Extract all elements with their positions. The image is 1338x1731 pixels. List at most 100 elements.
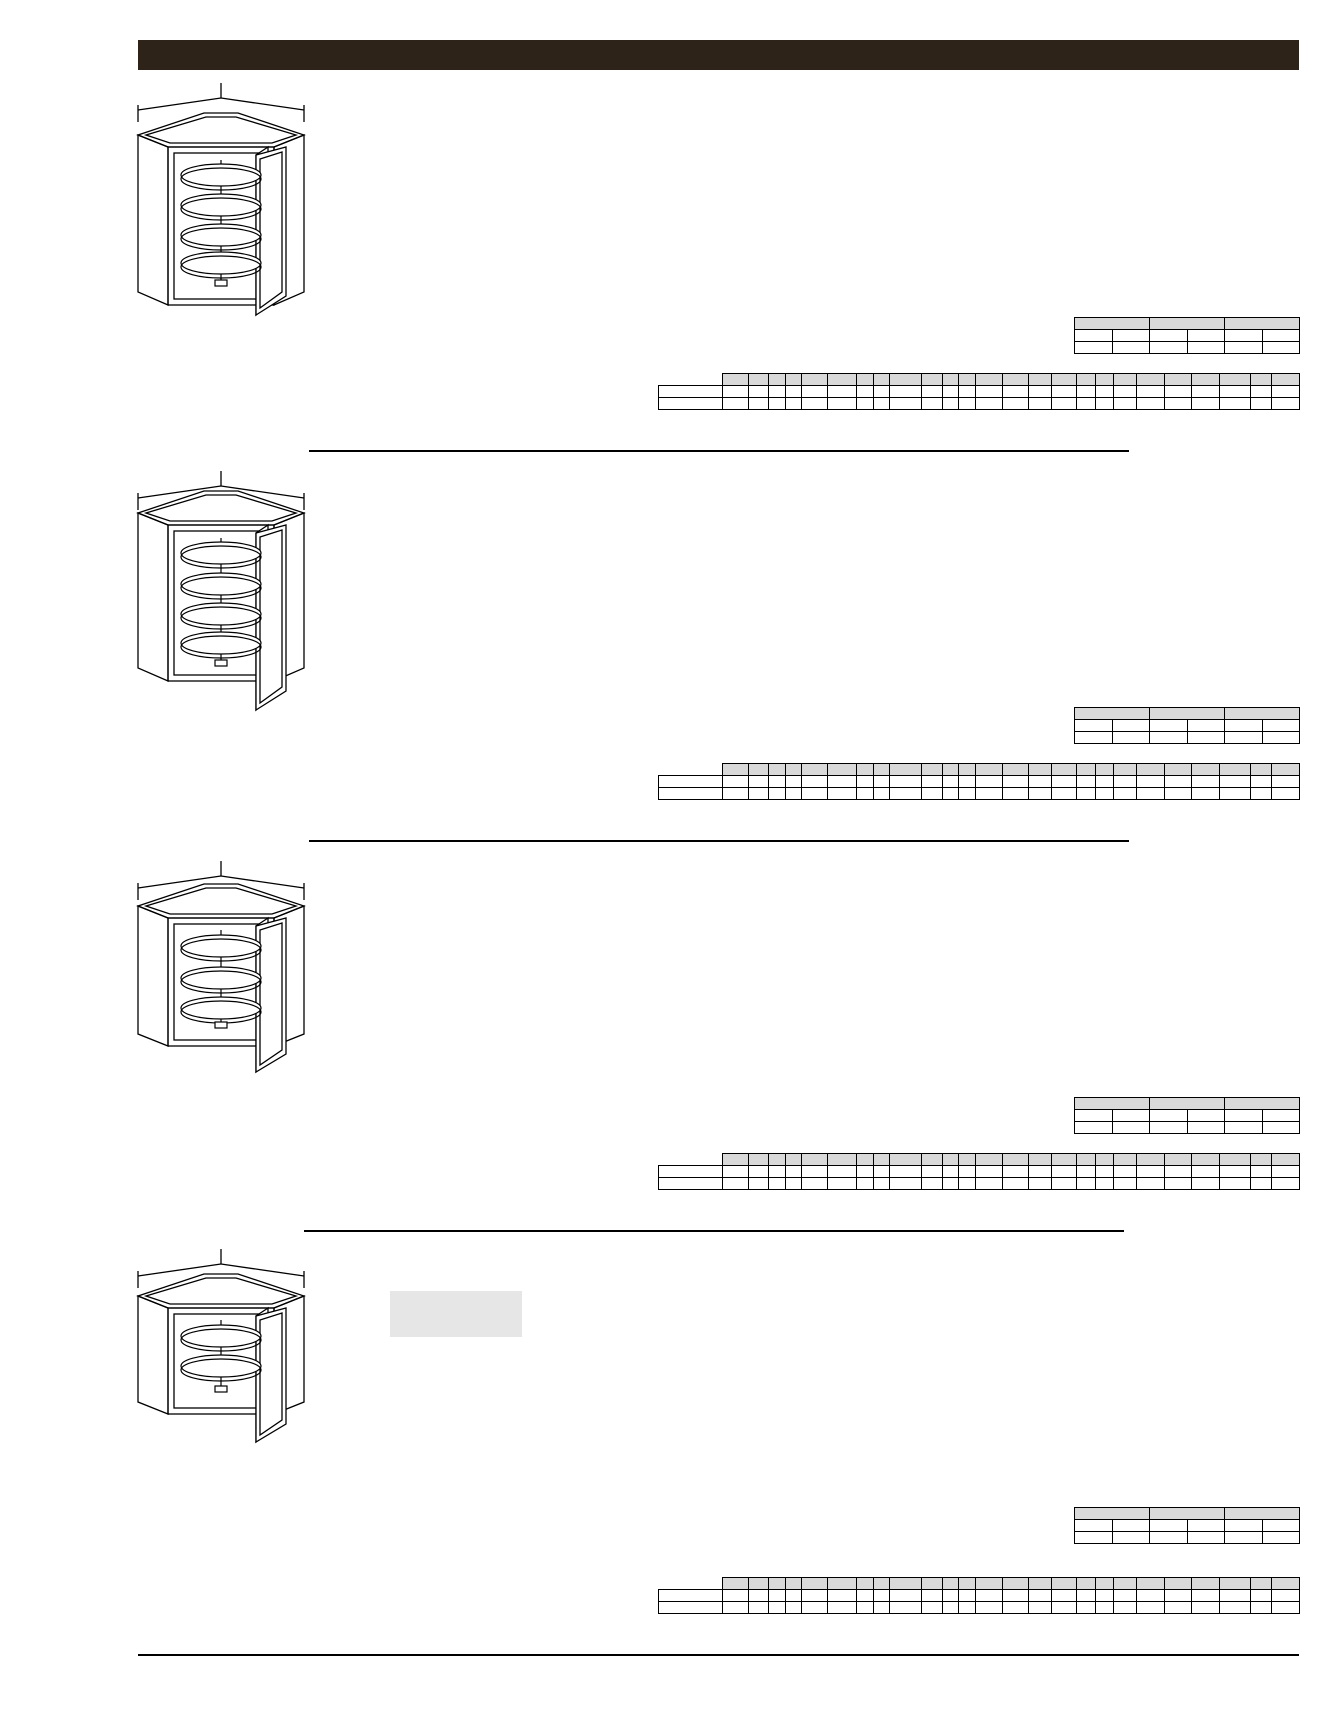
price-table-header-cell xyxy=(722,373,749,386)
spec-cell xyxy=(1186,1519,1225,1532)
price-table-cell xyxy=(722,1601,749,1614)
price-table-cell xyxy=(1113,1589,1138,1602)
spec-cell xyxy=(1261,341,1300,354)
price-table-cell xyxy=(1027,1601,1052,1614)
price-table-cell xyxy=(1218,397,1252,410)
price-table-cell xyxy=(826,787,858,800)
price-table-header-cell xyxy=(941,373,960,386)
price-table-header-cell xyxy=(974,763,1004,776)
price-table-header-cell xyxy=(1250,1153,1273,1166)
spec-cell xyxy=(1224,1109,1263,1122)
price-table-cell xyxy=(1027,385,1052,398)
price-table-cell xyxy=(1271,787,1300,800)
price-table-header-cell xyxy=(1075,763,1096,776)
price-table-row xyxy=(657,385,1300,398)
price-table-cell xyxy=(856,1601,874,1614)
price-table-cell xyxy=(1002,385,1029,398)
price-table-cell xyxy=(1191,775,1220,788)
price-table-row xyxy=(657,787,1300,800)
price-table-cell xyxy=(1271,1177,1300,1190)
price-table-cell xyxy=(1027,1589,1052,1602)
price-table-cell xyxy=(768,1601,786,1614)
price-table-cell xyxy=(889,1601,923,1614)
price-table-cell xyxy=(722,775,749,788)
price-table-cell xyxy=(889,397,923,410)
price-table-header-cell xyxy=(768,373,786,386)
price-table-header-cell xyxy=(1250,373,1273,386)
price-table-cell xyxy=(1271,775,1300,788)
price-table xyxy=(657,373,1300,410)
price-table-header-cell xyxy=(747,373,770,386)
price-table-cell xyxy=(941,1601,960,1614)
price-table-cell xyxy=(784,1177,803,1190)
price-table-header-cell xyxy=(1113,1153,1138,1166)
price-table-header-cell xyxy=(1094,763,1115,776)
price-table-cell xyxy=(801,1177,828,1190)
corner-cabinet-lazy-susan-drawing xyxy=(136,1249,306,1444)
price-table-cell xyxy=(1094,1589,1115,1602)
price-table-cell xyxy=(784,1601,803,1614)
price-table-cell xyxy=(722,385,749,398)
price-table-header-cell xyxy=(1163,1153,1193,1166)
spec-cell xyxy=(1149,731,1188,744)
price-table-header-row xyxy=(659,763,1300,776)
spec-header-cell xyxy=(1074,317,1150,330)
price-table-cell xyxy=(1050,1589,1077,1602)
spec-cell xyxy=(1224,329,1263,342)
price-table-cell xyxy=(1094,1177,1115,1190)
price-table-cell xyxy=(1250,1177,1273,1190)
spec-header-cell xyxy=(1149,707,1225,720)
price-table-cell xyxy=(872,1589,891,1602)
price-table-cell xyxy=(921,775,943,788)
spec-cell xyxy=(1261,1531,1300,1544)
price-table-cell xyxy=(856,775,874,788)
spec-cell xyxy=(1111,1109,1150,1122)
price-table-cell xyxy=(747,1589,770,1602)
corner-cabinet-lazy-susan-drawing xyxy=(136,861,306,1074)
spec-cell xyxy=(1149,1519,1188,1532)
price-table-header-cell xyxy=(1271,1577,1300,1590)
price-table-header-cell xyxy=(1002,1153,1029,1166)
lazy-susan-trays xyxy=(180,538,262,667)
price-table-cell xyxy=(784,775,803,788)
price-table-header-cell xyxy=(1094,1153,1115,1166)
price-table-cell xyxy=(1094,775,1115,788)
price-table-cell xyxy=(801,1601,828,1614)
price-table-header-cell xyxy=(1250,763,1273,776)
price-table-row-label xyxy=(657,787,724,800)
price-table-cell xyxy=(1002,397,1029,410)
price-table-cell xyxy=(889,385,923,398)
price-table-cell xyxy=(1136,775,1165,788)
spec-cell xyxy=(1074,719,1113,732)
price-table-header-cell xyxy=(747,1153,770,1166)
price-table-cell xyxy=(941,1165,960,1178)
price-table-header-cell xyxy=(941,1153,960,1166)
price-table-cell xyxy=(941,385,960,398)
corner-cabinet-lazy-susan-drawing xyxy=(136,471,306,712)
spec-table xyxy=(1074,707,1300,744)
price-table-cell xyxy=(872,775,891,788)
price-table-header-cell xyxy=(1094,373,1115,386)
price-table-cell xyxy=(974,397,1004,410)
spec-cell xyxy=(1111,1519,1150,1532)
price-table-cell xyxy=(856,1589,874,1602)
price-table xyxy=(657,763,1300,800)
page-header-bar xyxy=(138,40,1299,70)
price-table-cell xyxy=(1163,1601,1193,1614)
price-table-cell xyxy=(1075,385,1096,398)
price-table-cell xyxy=(1075,1601,1096,1614)
price-table-header-cell xyxy=(784,1153,803,1166)
price-table-cell xyxy=(921,1165,943,1178)
price-table-cell xyxy=(826,1601,858,1614)
price-table-cell xyxy=(856,1165,874,1178)
price-table-cell xyxy=(801,385,828,398)
price-table-header-cell xyxy=(889,1577,923,1590)
spec-header-cell xyxy=(1149,1097,1225,1110)
spec-cell xyxy=(1224,341,1263,354)
price-table-row xyxy=(657,1165,1300,1178)
price-table-cell xyxy=(747,787,770,800)
spec-cell xyxy=(1186,719,1225,732)
price-table-header-cell xyxy=(856,763,874,776)
price-table-row xyxy=(657,1601,1300,1614)
price-table-header-cell xyxy=(1136,763,1165,776)
